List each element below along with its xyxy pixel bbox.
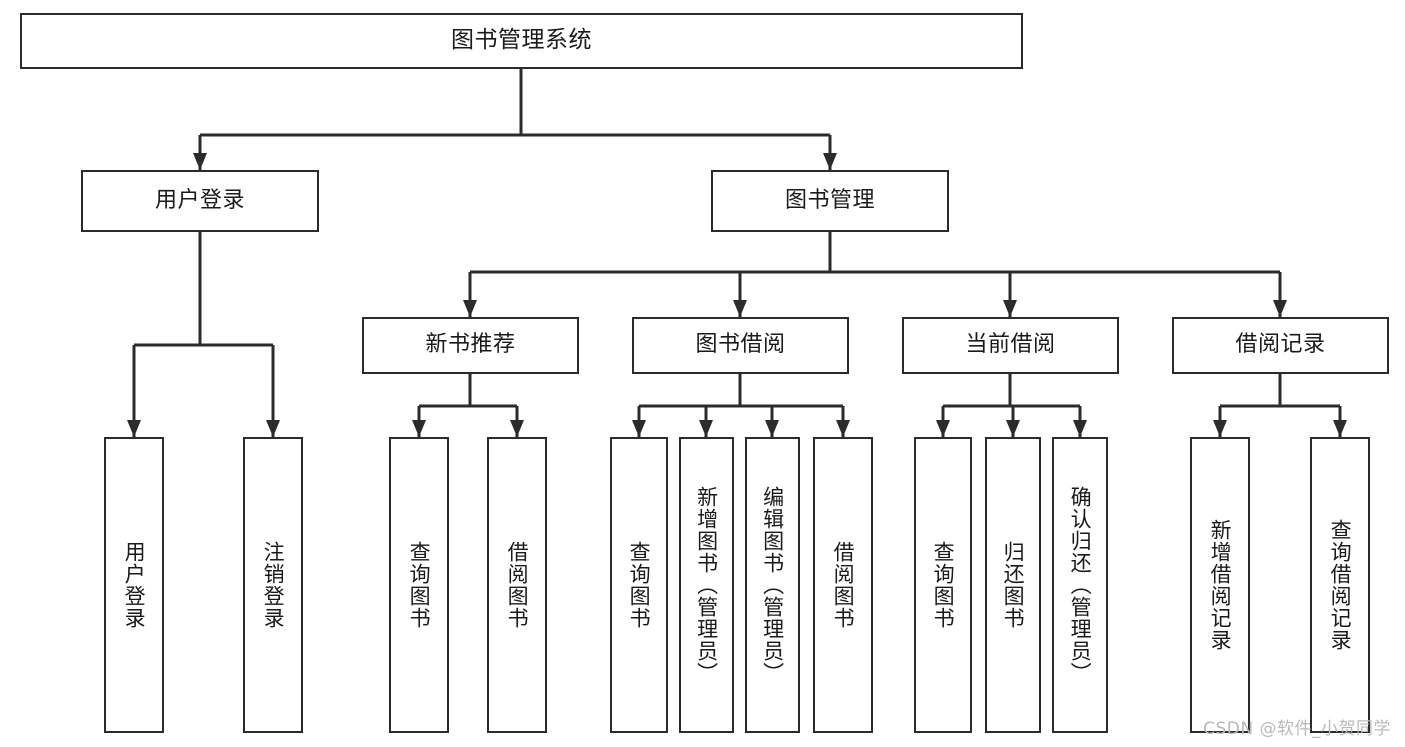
edge-arrowhead — [510, 420, 524, 437]
edge-arrowhead — [266, 420, 280, 437]
node-label: 当前借阅 — [965, 332, 1056, 358]
edge-arrowhead — [1006, 420, 1020, 437]
edge-arrowhead — [632, 420, 646, 437]
node-label: 新增借阅记录 — [1208, 519, 1233, 651]
edge-arrowhead — [1273, 300, 1287, 317]
node-leaf_add_record[interactable]: 新增借阅记录 — [1190, 437, 1250, 733]
node-label: 编辑图书（管理员） — [760, 486, 785, 684]
edge-arrowhead — [823, 153, 837, 170]
node-leaf_query_record[interactable]: 查询借阅记录 — [1310, 437, 1370, 733]
node-label: 用户登录 — [122, 541, 147, 629]
edge-arrowhead — [765, 420, 779, 437]
node-leaf_query_book_2[interactable]: 查询图书 — [610, 437, 668, 733]
watermark-text: CSDN @软件_小贺同学 — [1203, 719, 1391, 739]
edge-arrowhead — [1213, 420, 1227, 437]
edge-arrowhead — [699, 420, 713, 437]
node-root[interactable]: 图书管理系统 — [20, 13, 1023, 69]
node-label: 归还图书 — [1001, 541, 1026, 629]
edge-arrowhead — [412, 420, 426, 437]
node-borrow_record[interactable]: 借阅记录 — [1172, 317, 1389, 374]
node-leaf_borrow_book_2[interactable]: 借阅图书 — [813, 437, 873, 733]
node-label: 借阅图书 — [831, 541, 856, 629]
node-label: 确认归还（管理员） — [1068, 486, 1093, 684]
node-label: 借阅图书 — [505, 541, 530, 629]
node-label: 新增图书（管理员） — [694, 486, 719, 684]
edge-arrowhead — [1003, 300, 1017, 317]
node-current_borrow[interactable]: 当前借阅 — [902, 317, 1119, 374]
node-leaf_user_login[interactable]: 用户登录 — [104, 437, 164, 733]
edge-arrowhead — [936, 420, 950, 437]
node-leaf_confirm_return[interactable]: 确认归还（管理员） — [1052, 437, 1108, 733]
node-label: 图书借阅 — [695, 332, 786, 358]
node-leaf_logout[interactable]: 注销登录 — [243, 437, 303, 733]
node-new_book_rec[interactable]: 新书推荐 — [362, 317, 579, 374]
node-book_borrow[interactable]: 图书借阅 — [632, 317, 849, 374]
node-leaf_return_book[interactable]: 归还图书 — [985, 437, 1041, 733]
node-label: 查询图书 — [627, 541, 652, 629]
node-leaf_query_book_3[interactable]: 查询图书 — [914, 437, 972, 733]
node-book_mgmt[interactable]: 图书管理 — [711, 170, 949, 232]
node-leaf_edit_book[interactable]: 编辑图书（管理员） — [745, 437, 800, 733]
node-label: 查询图书 — [407, 541, 432, 629]
node-label: 注销登录 — [261, 541, 286, 629]
edge-arrowhead — [193, 153, 207, 170]
edge-arrowhead — [463, 300, 477, 317]
node-leaf_add_book[interactable]: 新增图书（管理员） — [679, 437, 734, 733]
node-label: 用户登录 — [154, 187, 245, 213]
node-label: 图书管理 — [784, 187, 875, 213]
node-label: 查询图书 — [931, 541, 956, 629]
node-leaf_query_book_1[interactable]: 查询图书 — [389, 437, 449, 733]
edge-arrowhead — [1073, 420, 1087, 437]
node-leaf_borrow_book_1[interactable]: 借阅图书 — [487, 437, 547, 733]
edge-arrowhead — [836, 420, 850, 437]
node-label: 图书管理系统 — [451, 27, 592, 54]
node-label: 借阅记录 — [1235, 332, 1326, 358]
node-label: 新书推荐 — [425, 332, 516, 358]
edge-arrowhead — [127, 420, 141, 437]
node-label: 查询借阅记录 — [1328, 519, 1353, 651]
edge-arrowhead — [1333, 420, 1347, 437]
edge-arrowhead — [733, 300, 747, 317]
node-user_login[interactable]: 用户登录 — [81, 170, 319, 232]
